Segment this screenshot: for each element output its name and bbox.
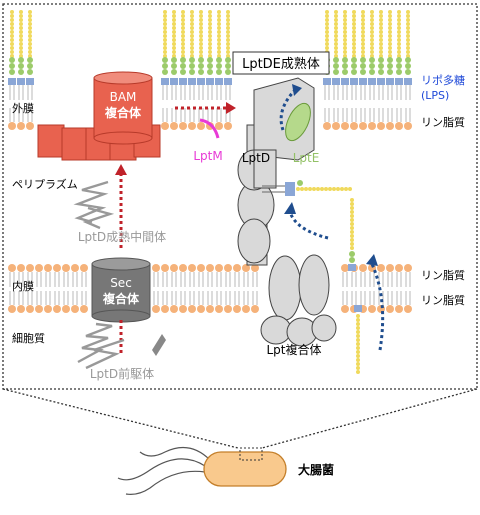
precursor-squiggle-icon <box>77 322 125 370</box>
bam-label-2: 複合体 <box>104 105 142 120</box>
phospholipid-inner-label-1: リン脂質 <box>421 268 465 282</box>
sec-label-1: Sec <box>110 276 132 290</box>
bam-label-1: BAM <box>110 90 137 104</box>
intermediate-squiggle-icon <box>73 180 115 230</box>
transit-lps-chains <box>262 180 362 374</box>
lptd-label: LptD <box>242 151 270 165</box>
ecoli-label: 大腸菌 <box>298 462 334 477</box>
lps-label-1: リポ多糖 <box>421 73 465 87</box>
sec-label-2: 複合体 <box>102 291 140 306</box>
lptm-label: LptM <box>193 149 222 163</box>
bacterium-icon <box>117 446 287 495</box>
lptd-intermediate-label: LptD成熟中間体 <box>78 229 166 244</box>
blue-arrowhead-top <box>292 84 302 96</box>
lpt-complex-label: Lpt複合体 <box>266 342 321 357</box>
lps-layer <box>9 10 411 75</box>
periplasm-label: ペリプラズム <box>12 177 78 191</box>
lptd-barrel <box>253 77 315 189</box>
red-arrowhead-right <box>226 102 236 114</box>
cytoplasm-label: 細胞質 <box>12 331 45 345</box>
lpt-complex <box>237 124 337 347</box>
lpte-label: LptE <box>293 151 320 165</box>
lptd-precursor-label: LptD前駆体 <box>90 366 154 381</box>
inner-membrane-label: 内膜 <box>12 279 34 293</box>
phospholipid-inner-label-2: リン脂質 <box>421 293 465 307</box>
sec-complex <box>91 257 151 323</box>
red-arrowhead-up <box>115 164 127 175</box>
red-arrows <box>119 106 226 355</box>
lps-in-transit <box>285 182 295 196</box>
lptm-protein <box>199 118 220 139</box>
outer-membrane-bilayer <box>8 78 412 130</box>
blue-arrowhead-bottom <box>366 254 378 266</box>
bam-complex <box>37 71 161 161</box>
inner-membrane-bilayer <box>8 264 412 313</box>
zoom-frame <box>2 3 478 449</box>
blue-arrows <box>279 88 385 351</box>
outer-membrane-label: 外膜 <box>12 102 34 115</box>
lpte-protein <box>285 102 311 142</box>
precursor-tag-icon <box>152 334 166 356</box>
lps-label-2: (LPS) <box>421 89 449 102</box>
phospholipid-outer-label: リン脂質 <box>421 115 465 129</box>
lptde-mature-label: LptDE成熟体 <box>242 56 320 72</box>
lptde-mature-box <box>232 51 330 75</box>
blue-arrowhead-mid <box>284 202 296 214</box>
